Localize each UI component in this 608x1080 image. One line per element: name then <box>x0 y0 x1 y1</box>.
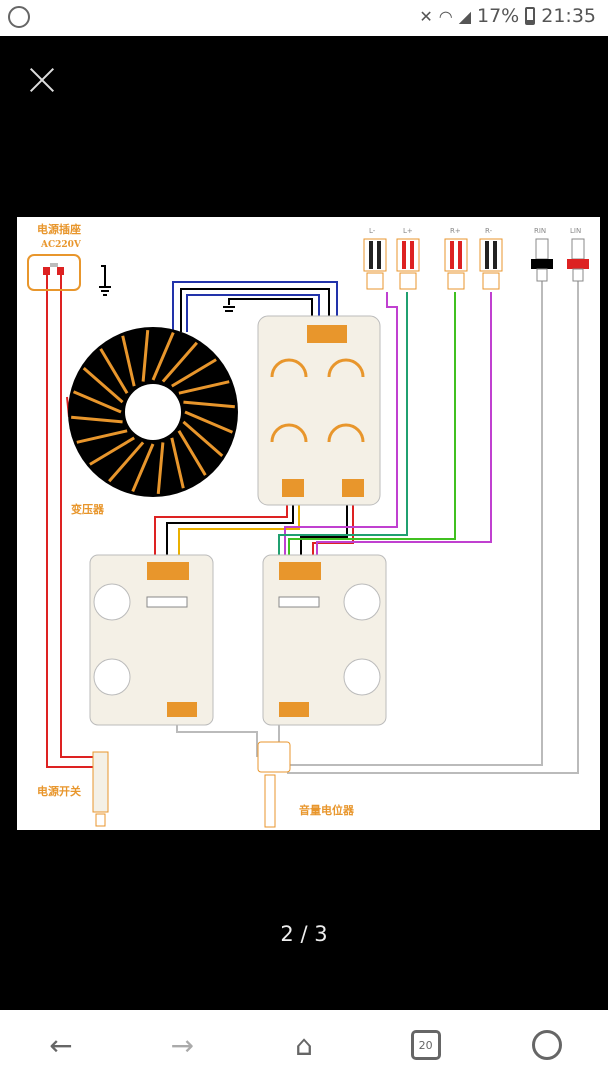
wires <box>46 265 579 774</box>
power-supply-board <box>257 315 381 506</box>
winding <box>151 331 175 381</box>
winding <box>156 442 165 494</box>
winding <box>171 358 217 388</box>
winding <box>170 437 185 489</box>
terminal-label: LIN <box>570 227 581 235</box>
ground-icon <box>99 286 235 312</box>
speaker-terminal <box>444 238 468 290</box>
power-switch <box>92 751 109 827</box>
winding <box>178 380 230 395</box>
wiring-diagram: 电源插座 AC220V 变压器 电源开关 音量电位器 L- L+ R+ R- R… <box>27 222 589 828</box>
image-counter: 2 / 3 <box>280 922 328 946</box>
battery-icon <box>525 7 536 25</box>
winding <box>71 415 123 424</box>
terminal-label: R+ <box>450 227 461 235</box>
winding <box>177 430 207 476</box>
amplifier-board-left <box>89 554 214 726</box>
status-bar: ✕ ◠ ◢ 17% 21:35 <box>0 0 608 36</box>
winding <box>108 441 145 483</box>
speaker-terminal <box>396 238 420 290</box>
winding <box>72 390 122 414</box>
winding <box>182 420 224 457</box>
rca-input <box>567 238 589 282</box>
winding <box>121 335 136 387</box>
terminal-label: L+ <box>403 227 413 235</box>
winding <box>82 367 124 404</box>
tab-count: 20 <box>410 1030 441 1060</box>
winding <box>183 400 235 409</box>
tabs-button[interactable]: 20 <box>402 1021 450 1069</box>
pot-label: 音量电位器 <box>299 803 355 817</box>
forward-button[interactable]: → <box>170 1028 195 1062</box>
image-view[interactable]: 电源插座 AC220V 变压器 电源开关 音量电位器 L- L+ R+ R- R… <box>17 217 600 830</box>
amplifier-board-right <box>262 554 387 726</box>
bottom-nav: ← → ⌂ 20 <box>0 1010 608 1080</box>
socket-voltage: AC220V <box>40 240 82 250</box>
transformer <box>68 327 238 497</box>
power-socket <box>27 254 81 291</box>
volume-potentiometer <box>257 741 291 828</box>
signal-icon: ◢ <box>458 6 471 26</box>
battery-percent: 17% <box>477 5 520 27</box>
terminal-label: L- <box>369 227 376 235</box>
rca-input <box>531 238 553 282</box>
winding <box>89 436 135 466</box>
terminal-label: RIN <box>534 227 546 235</box>
wifi-icon: ◠ <box>438 6 453 26</box>
speaker-terminal <box>479 238 503 290</box>
transformer-label: 变压器 <box>71 502 105 516</box>
home-button[interactable]: ⌂ <box>295 1028 313 1062</box>
mute-icon: ✕ <box>419 6 433 26</box>
winding <box>131 443 155 493</box>
close-button[interactable] <box>28 66 56 94</box>
speaker-terminal <box>363 238 387 290</box>
switch-label: 电源开关 <box>37 784 81 798</box>
winding <box>99 348 129 394</box>
winding <box>184 410 234 434</box>
back-button[interactable]: ← <box>49 1028 73 1062</box>
profile-button[interactable] <box>523 1021 571 1069</box>
winding <box>76 429 128 444</box>
terminal-label: R- <box>485 227 493 235</box>
socket-label: 电源插座 <box>37 222 81 236</box>
whatsapp-icon <box>8 6 30 28</box>
clock: 21:35 <box>541 5 596 27</box>
profile-icon <box>532 1030 563 1060</box>
winding <box>161 341 198 383</box>
winding <box>141 330 150 382</box>
